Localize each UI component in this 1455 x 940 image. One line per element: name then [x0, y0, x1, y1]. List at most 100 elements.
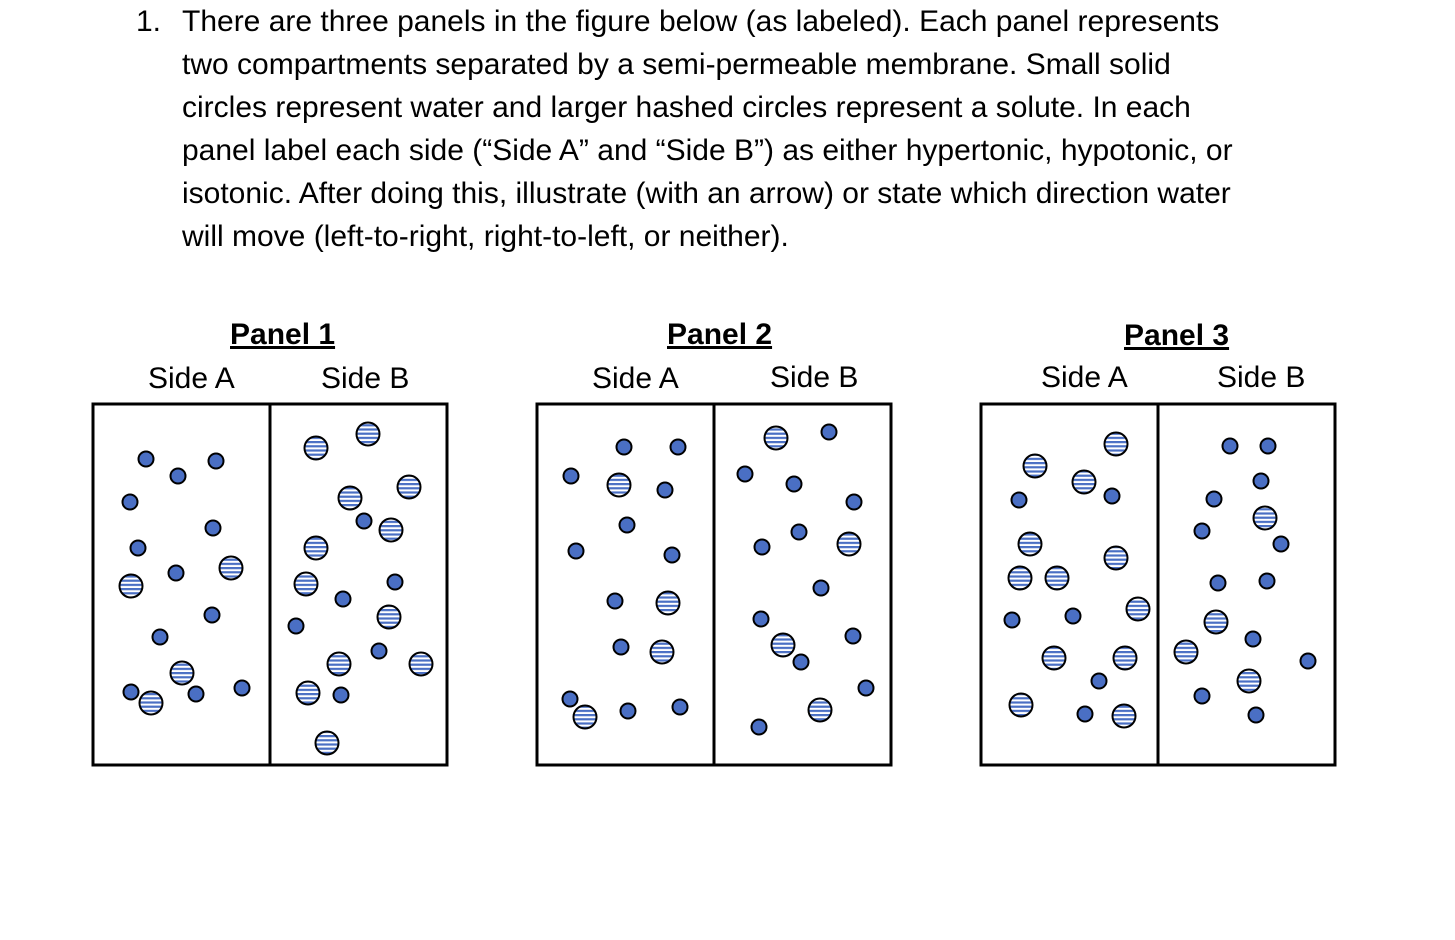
solute-particle — [1125, 596, 1151, 622]
water-molecule — [1299, 652, 1317, 670]
solute-particle — [1203, 609, 1229, 635]
question-line: circles represent water and larger hashe… — [182, 91, 1191, 124]
water-molecule — [812, 579, 830, 597]
panel-3-particles — [1003, 431, 1317, 729]
panel-1-side-b-label: Side B — [321, 362, 410, 395]
solute-particle — [572, 704, 598, 730]
water-molecule — [122, 683, 140, 701]
water-molecule — [287, 617, 305, 635]
question-line: two compartments separated by a semi-per… — [182, 48, 1171, 81]
panel-2-side-b-label: Side B — [770, 361, 859, 394]
water-molecule — [169, 467, 187, 485]
solute-particle — [1103, 545, 1129, 571]
solute-particle — [1071, 469, 1097, 495]
water-molecule — [561, 690, 579, 708]
water-molecule — [151, 628, 169, 646]
solute-particle — [1252, 505, 1278, 531]
solute-particle — [303, 435, 329, 461]
water-molecule — [615, 438, 633, 456]
water-molecule — [1221, 437, 1239, 455]
water-molecule — [1252, 472, 1270, 490]
solute-particle — [1007, 565, 1033, 591]
water-molecule — [137, 450, 155, 468]
water-molecule — [1076, 705, 1094, 723]
solute-particle — [606, 472, 632, 498]
question-text: There are three panels in the figure bel… — [182, 0, 1332, 258]
water-molecule — [750, 718, 768, 736]
panel-2-container — [535, 402, 893, 767]
solute-particle — [326, 651, 352, 677]
panel-1-side-a-label: Side A — [148, 362, 235, 395]
panel-3-title: Panel 3 — [1124, 319, 1230, 352]
solute-particle — [1173, 639, 1199, 665]
water-molecule — [1010, 491, 1028, 509]
solute-particle — [1044, 565, 1070, 591]
water-molecule — [1090, 672, 1108, 690]
solute-particle — [408, 651, 434, 677]
water-molecule — [334, 590, 352, 608]
water-molecule — [386, 573, 404, 591]
solute-particle — [1103, 431, 1129, 457]
water-molecule — [203, 606, 221, 624]
water-molecule — [845, 493, 863, 511]
solute-particle — [763, 425, 789, 451]
water-molecule — [752, 610, 770, 628]
water-molecule — [204, 519, 222, 537]
solute-particle — [1111, 703, 1137, 729]
water-molecule — [370, 642, 388, 660]
question-line: panel label each side (“Side A” and “Sid… — [182, 134, 1233, 167]
solute-particle — [1112, 645, 1138, 671]
water-molecule — [792, 653, 810, 671]
solute-particle — [314, 730, 340, 756]
solute-particle — [118, 573, 144, 599]
solute-particle — [169, 660, 195, 686]
water-molecule — [612, 638, 630, 656]
solute-particle — [1017, 531, 1043, 557]
question-line: will move (left-to-right, right-to-left,… — [182, 220, 789, 253]
water-molecule — [1272, 535, 1290, 553]
water-molecule — [1064, 607, 1082, 625]
solute-particle — [376, 604, 402, 630]
water-molecule — [1193, 687, 1211, 705]
water-molecule — [820, 423, 838, 441]
water-molecule — [129, 539, 147, 557]
water-molecule — [355, 512, 373, 530]
water-molecule — [736, 465, 754, 483]
water-molecule — [332, 686, 350, 704]
solute-particle — [655, 590, 681, 616]
solute-particle — [770, 632, 796, 658]
solute-particle — [355, 421, 381, 447]
water-molecule — [618, 516, 636, 534]
solute-particle — [649, 639, 675, 665]
panel-1-title: Panel 1 — [230, 318, 336, 351]
water-molecule — [1259, 437, 1277, 455]
solute-particle — [836, 531, 862, 557]
solute-particle — [337, 485, 363, 511]
solute-particle — [1022, 453, 1048, 479]
water-molecule — [562, 467, 580, 485]
panel-1-container — [91, 402, 449, 767]
panel-2-title: Panel 2 — [667, 318, 773, 351]
water-molecule — [606, 592, 624, 610]
water-molecule — [663, 546, 681, 564]
water-molecule — [1103, 487, 1121, 505]
water-molecule — [1247, 706, 1265, 724]
solute-particle — [807, 697, 833, 723]
solute-particle — [295, 680, 321, 706]
solute-particle — [218, 555, 244, 581]
solute-particle — [293, 571, 319, 597]
panel-3-container — [979, 402, 1337, 767]
panel-2-side-a-label: Side A — [592, 362, 679, 395]
solute-particle — [303, 535, 329, 561]
water-molecule — [233, 679, 251, 697]
panel-3-side-b-label: Side B — [1217, 361, 1306, 394]
panel-1-particles — [118, 421, 434, 756]
water-molecule — [656, 481, 674, 499]
water-molecule — [1258, 572, 1276, 590]
water-molecule — [844, 627, 862, 645]
water-molecule — [187, 685, 205, 703]
water-molecule — [619, 702, 637, 720]
solute-particle — [1008, 692, 1034, 718]
panel-2-particles — [561, 423, 875, 736]
